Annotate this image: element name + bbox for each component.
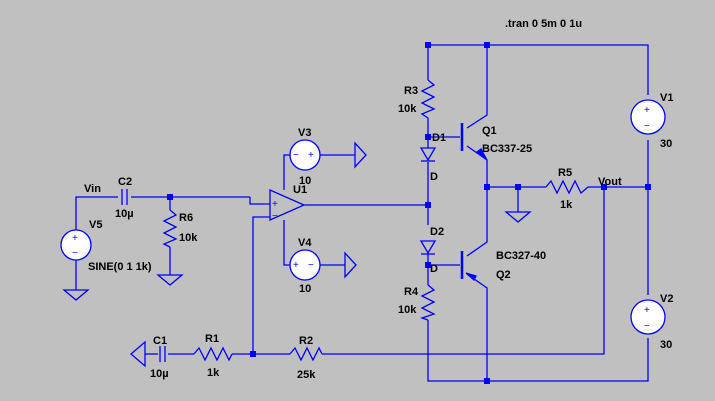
v3-value: 10 — [299, 175, 311, 187]
c1-value: 10µ — [150, 368, 169, 380]
v4-name: V4 — [298, 237, 312, 249]
source-v2[interactable]: + − V2 30 — [630, 293, 673, 351]
r1-value: 1k — [207, 367, 220, 379]
d2-name: D2 — [430, 226, 444, 238]
r6-value: 10k — [179, 232, 198, 244]
q2-name: Q2 — [496, 269, 511, 281]
v3-name: V3 — [298, 127, 311, 139]
r4-name: R4 — [404, 286, 419, 298]
net-label-vin: Vin — [84, 183, 101, 195]
v5-value: SINE(0 1 1k) — [88, 261, 152, 273]
resistor-r4[interactable]: R4 10k — [398, 284, 436, 321]
source-v4[interactable]: + − V4 10 — [289, 237, 321, 295]
v3-minus: − — [293, 150, 299, 161]
v5-name: V5 — [89, 219, 102, 231]
ground-symbols — [62, 141, 532, 368]
v2-name: V2 — [660, 293, 673, 305]
q2-model: BC327-40 — [496, 250, 546, 262]
transistor-q2[interactable]: BC327-40 Q2 — [460, 250, 546, 282]
r5-value: 1k — [560, 199, 573, 211]
ground-v3 — [354, 141, 367, 169]
v2-plus: + — [644, 305, 650, 316]
diode-d1[interactable]: D1 D — [419, 132, 446, 183]
v1-value: 30 — [660, 138, 672, 150]
resistor-r5[interactable]: R5 1k — [545, 167, 589, 211]
resistor-r6[interactable]: R6 10k — [162, 209, 198, 248]
d1-model: D — [430, 171, 438, 183]
transistor-q1[interactable]: Q1 BC337-25 — [460, 123, 532, 161]
r2-value: 25k — [297, 369, 316, 381]
v5-plus: + — [72, 233, 78, 244]
d1-name: D1 — [432, 132, 446, 144]
q1-model: BC337-25 — [482, 143, 532, 155]
ground-r6 — [156, 274, 184, 286]
opamp-u1[interactable]: + − U1 — [269, 184, 307, 222]
u1-name: U1 — [293, 184, 307, 196]
v3-plus: + — [308, 150, 314, 161]
v4-minus: − — [308, 260, 314, 271]
diode-d2[interactable]: D2 D — [419, 226, 444, 275]
v2-value: 30 — [660, 339, 672, 351]
opamp-plus-sign: + — [272, 199, 278, 210]
r2-name: R2 — [299, 335, 313, 347]
wires — [75, 44, 649, 382]
source-v5[interactable]: + − V5 SINE(0 1 1k) — [60, 219, 152, 273]
r5-name: R5 — [558, 167, 572, 179]
c2-name: C2 — [118, 176, 132, 188]
source-v3[interactable]: + − V3 10 — [289, 127, 321, 187]
source-v1[interactable]: + − V1 30 — [630, 92, 673, 150]
capacitor-c2[interactable]: C2 10µ — [115, 176, 134, 220]
resistor-r2[interactable]: R2 25k — [289, 335, 323, 381]
spice-directive[interactable]: .tran 0 5m 0 1u — [505, 18, 582, 30]
q1-name: Q1 — [482, 125, 497, 137]
junctions — [167, 42, 651, 384]
r4-value: 10k — [398, 304, 417, 316]
resistor-r3[interactable]: R3 10k — [398, 79, 436, 119]
r1-name: R1 — [205, 333, 219, 345]
opamp-minus-sign: − — [272, 211, 278, 222]
ground-output — [504, 211, 532, 223]
r6-name: R6 — [179, 212, 193, 224]
net-label-vout: Vout — [598, 176, 622, 188]
r3-name: R3 — [404, 85, 418, 97]
ground-v4 — [344, 251, 357, 279]
ground-c1 — [130, 340, 146, 368]
r3-value: 10k — [398, 103, 417, 115]
c2-value: 10µ — [115, 208, 134, 220]
v5-minus: − — [72, 248, 78, 259]
v2-minus: − — [644, 321, 650, 332]
ground-v5 — [62, 289, 90, 301]
resistor-r1[interactable]: R1 1k — [193, 333, 233, 379]
capacitor-c1[interactable]: C1 10µ — [150, 335, 169, 380]
v1-minus: − — [644, 121, 650, 132]
v4-value: 10 — [299, 283, 311, 295]
v1-name: V1 — [660, 92, 673, 104]
v4-plus: + — [293, 260, 299, 271]
d2-model: D — [430, 263, 438, 275]
c1-name: C1 — [153, 335, 167, 347]
v1-plus: + — [644, 105, 650, 116]
